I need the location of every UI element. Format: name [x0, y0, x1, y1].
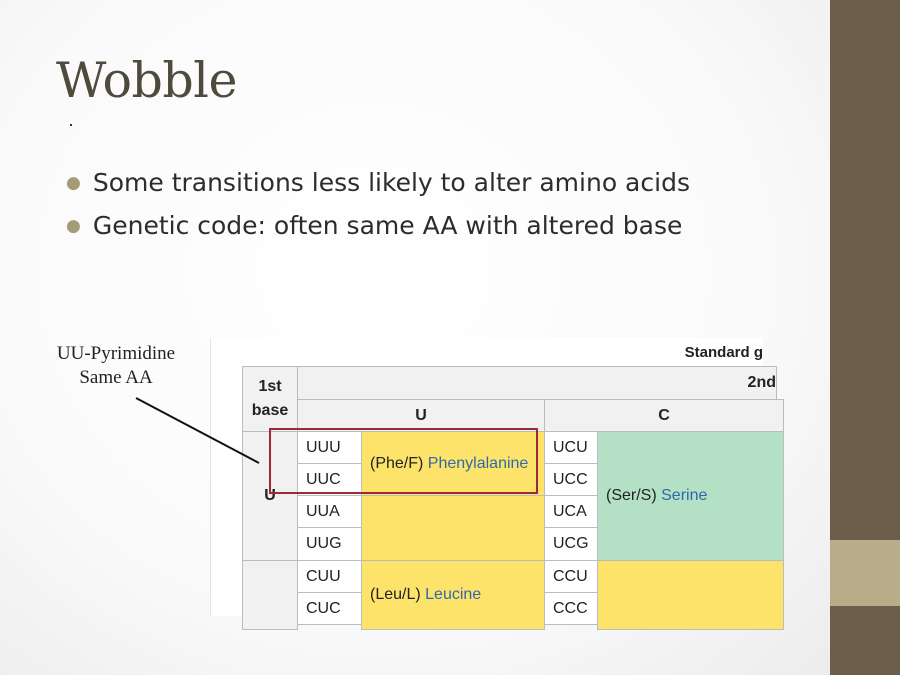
codon-cell: UUC — [297, 463, 362, 496]
amino-acid-cell-leu-upper — [361, 495, 545, 561]
amino-acid-name-link[interactable]: Serine — [661, 487, 708, 504]
amino-acid-abbr: (Leu/L) — [370, 586, 421, 603]
callout-line-2: Same AA — [79, 367, 153, 388]
genetic-code-table: Standard g 1st base 2nd U C U UUU UUC UU… — [210, 338, 784, 630]
codon-cell: CUC — [297, 592, 362, 625]
codon-cell: CCC — [544, 592, 598, 625]
bullet-marker-icon: ● — [66, 173, 81, 193]
bullet-list: ● Some transitions less likely to alter a… — [66, 166, 690, 252]
bullet-text: Genetic code: often same AA with altered… — [92, 211, 683, 240]
second-base-header: 2nd — [297, 366, 777, 400]
bullet-marker-icon: ● — [66, 216, 81, 236]
codon-cell: UUA — [297, 495, 362, 528]
bullet-item: ● Some transitions less likely to alter a… — [66, 166, 690, 209]
table-caption: Standard g — [684, 344, 763, 361]
column-header-c: C — [544, 399, 784, 432]
callout-line-1: UU-Pyrimidine — [56, 343, 176, 364]
codon-cell: UCC — [544, 463, 598, 496]
amino-acid-cell-ser: (Ser/S) Serine — [597, 431, 784, 561]
row-header-c — [242, 560, 298, 630]
first-base-header-line1: 1st — [258, 378, 282, 395]
highlight-box — [269, 428, 538, 494]
amino-acid-name-link[interactable]: Leucine — [425, 586, 482, 603]
codon-cell: UUG — [297, 527, 362, 561]
bullet-text: Some transitions less likely to alter am… — [92, 168, 690, 197]
amino-acid-cell-phe: (Phe/F) Phenylalanine — [361, 431, 545, 496]
first-base-header-line2: base — [251, 402, 289, 419]
callout-label: UU-Pyrimidine Same AA — [36, 342, 196, 390]
codon-cell: CUU — [297, 560, 362, 593]
amino-acid-abbr: (Phe/F) — [370, 454, 424, 472]
column-header-u: U — [297, 399, 545, 432]
slide-side-accent — [830, 540, 900, 606]
codon-cell: UCG — [544, 527, 598, 561]
second-base-header-label: 2nd — [747, 374, 776, 391]
stray-dot — [70, 124, 72, 126]
codon-cell: CCU — [544, 560, 598, 593]
bullet-item: ● Genetic code: often same AA with altere… — [66, 209, 690, 252]
codon-cell: UCA — [544, 495, 598, 528]
amino-acid-cell-leu: (Leu/L) Leucine — [361, 560, 545, 630]
slide-title: Wobble — [56, 52, 237, 109]
amino-acid-abbr: (Ser/S) — [606, 487, 657, 504]
first-base-header: 1st base — [242, 366, 298, 432]
amino-acid-name-link[interactable]: Phenylalanine — [427, 454, 529, 472]
amino-acid-cell-pro — [597, 560, 784, 630]
codon-cell: UCU — [544, 431, 598, 464]
